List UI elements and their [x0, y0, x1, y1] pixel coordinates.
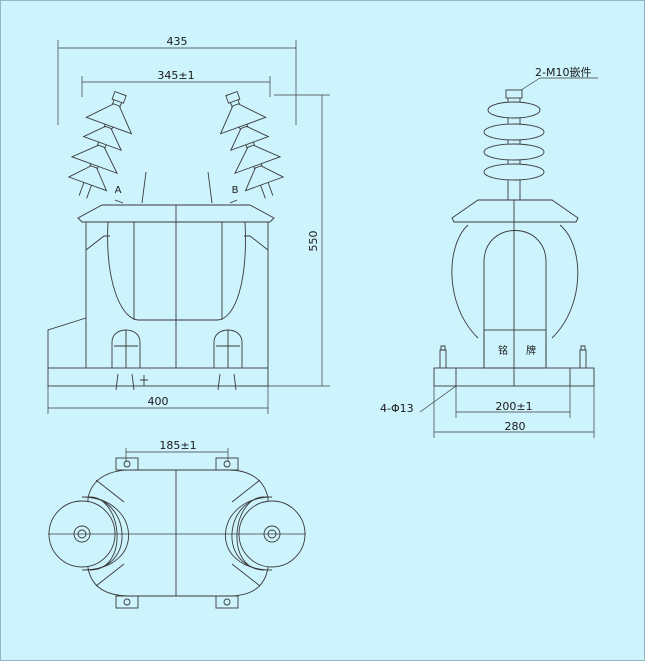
dim-top-mount-spacing: 185±1: [159, 439, 196, 452]
side-shed-3: [483, 143, 545, 161]
side-lid: [451, 199, 579, 223]
side-base: [433, 367, 595, 387]
side-shed-1: [487, 101, 541, 119]
bushing-left-label: A: [115, 185, 122, 196]
top-mount-tab-2: [215, 457, 239, 471]
nameplate-char-2: 牌: [526, 344, 536, 357]
ground-terminal: [140, 375, 148, 386]
top-mount-tab-3: [115, 595, 139, 609]
dim-side-base-width: 280: [505, 420, 526, 433]
nameplate: [483, 329, 547, 369]
side-core: [483, 230, 547, 368]
body-sides: [85, 222, 269, 368]
nameplate-char-1: 铭: [498, 344, 508, 357]
callout-holes: 4-Φ13: [380, 402, 414, 415]
top-bushing-left: [48, 496, 129, 571]
core-outline: [107, 221, 246, 321]
mount-post-left: [439, 345, 447, 368]
dim-height: 550: [307, 231, 320, 252]
top-mount-tab-1: [115, 457, 139, 471]
bushing-necks: [114, 171, 238, 204]
top-view: 185±1: [48, 439, 306, 609]
mount-post-right: [579, 345, 587, 368]
side-terminal: [505, 89, 523, 99]
bushing-right: [219, 90, 285, 199]
base-plate: [47, 367, 269, 387]
leader-holes: [419, 385, 457, 413]
side-shed-4: [483, 163, 545, 181]
side-shed-2: [483, 123, 545, 141]
callout-terminal: 2-M10嵌件: [535, 66, 591, 79]
top-mount-tab-4: [215, 595, 239, 609]
bushing-right-label: B: [232, 185, 239, 196]
top-body: [87, 469, 269, 597]
side-view: 2-M10嵌件 铭 牌 4-Φ13 200±1: [380, 66, 598, 438]
dim-total-width: 435: [167, 35, 188, 48]
terminal-arch-right: [213, 329, 243, 368]
side-bracket: [47, 317, 87, 368]
terminal-arch-left: [111, 329, 141, 368]
dim-mount-spacing: 200±1: [495, 400, 532, 413]
dim-base-width: 400: [148, 395, 169, 408]
top-bushing-right: [225, 496, 306, 571]
dim-terminal-spacing: 345±1: [157, 69, 194, 82]
front-view: 435 345±1 550 A: [47, 35, 330, 414]
bushing-left: [67, 90, 133, 199]
side-body: [451, 224, 579, 339]
